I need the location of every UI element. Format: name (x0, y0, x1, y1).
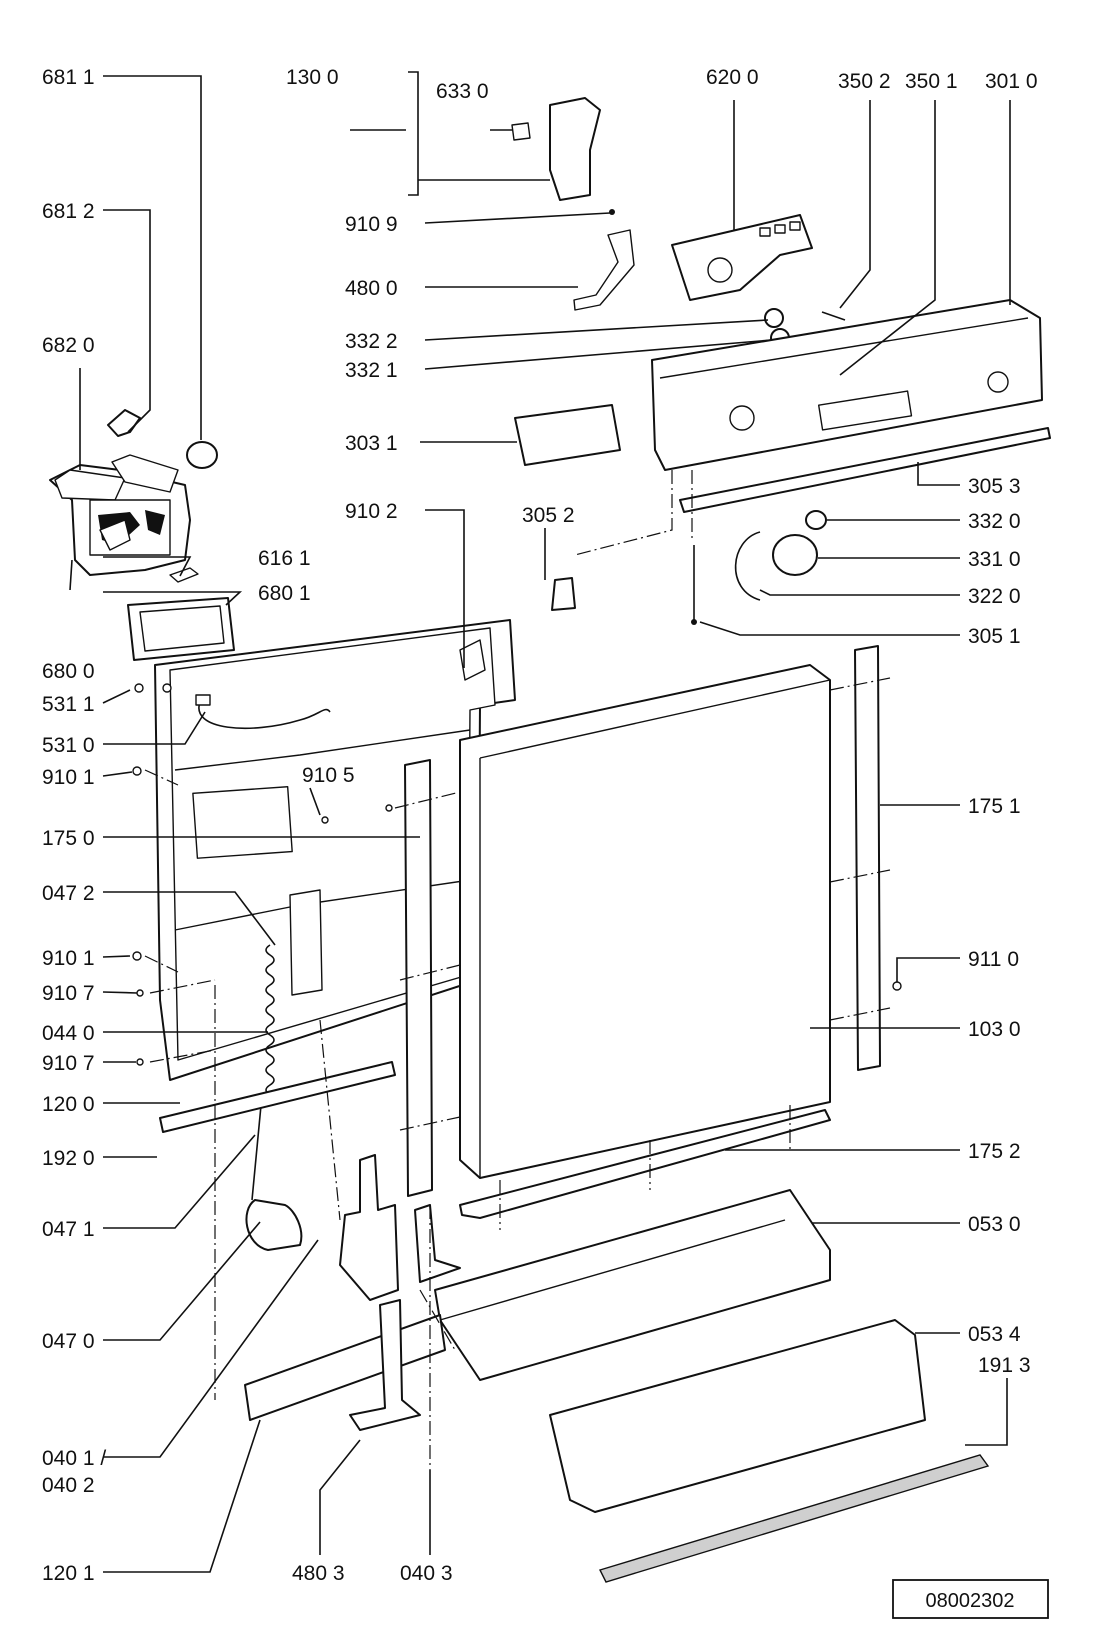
label-191-3: 191 3 (978, 1354, 1031, 1377)
base-rail-part (599, 1454, 990, 1583)
light-pipe-part (821, 311, 846, 321)
label-175-1: 175 1 (968, 795, 1021, 818)
label-620-0: 620 0 (706, 66, 759, 89)
label-322-0: 322 0 (968, 585, 1021, 608)
label-040-1: 040 1 / (42, 1447, 106, 1470)
holder-part (551, 577, 576, 611)
l-bracket-part (349, 1299, 421, 1431)
label-053-0: 053 0 (968, 1213, 1021, 1236)
screw-part (385, 804, 393, 812)
dispenser-gasket-part (127, 597, 235, 661)
assembly-lines (144, 470, 891, 1470)
side-trim-left-part (404, 759, 433, 1197)
reference-number: 08002302 (926, 1590, 1015, 1612)
label-910-2: 910 2 (345, 500, 398, 523)
label-910-7b: 910 7 (42, 1052, 95, 1075)
label-332-0: 332 0 (968, 510, 1021, 533)
label-911-0: 911 0 (968, 948, 1019, 971)
small-button-part (805, 510, 827, 530)
label-681-2: 681 2 (42, 200, 95, 223)
wire-harness-part (573, 229, 635, 311)
label-047-0: 047 0 (42, 1330, 95, 1353)
label-910-1b: 910 1 (42, 947, 95, 970)
label-192-0: 192 0 (42, 1147, 95, 1170)
label-682-0: 682 0 (42, 334, 95, 357)
outer-door-panel-part (459, 664, 831, 1179)
label-331-0: 331 0 (968, 548, 1021, 571)
label-910-7a: 910 7 (42, 982, 95, 1005)
hinge-hook-part (245, 1199, 303, 1251)
label-303-1: 303 1 (345, 432, 398, 455)
lower-bracket-part (244, 1314, 446, 1421)
side-trim-right-part (854, 645, 881, 1071)
label-120-1: 120 1 (42, 1562, 95, 1585)
knob-ring-part (734, 531, 761, 601)
kick-panel-part (434, 1189, 831, 1381)
label-305-1: 305 1 (968, 625, 1021, 648)
bracket-part (414, 1204, 461, 1283)
label-350-1: 350 1 (905, 70, 958, 93)
bottom-strip-part (159, 1061, 396, 1133)
label-047-1: 047 1 (42, 1218, 95, 1241)
screw-part (321, 816, 329, 824)
label-040-3: 040 3 (400, 1562, 453, 1585)
label-301-0: 301 0 (985, 70, 1038, 93)
cable-part (251, 1094, 263, 1201)
reference-number-box (892, 1579, 1049, 1619)
bottom-trim-part (459, 1109, 831, 1219)
label-175-2: 175 2 (968, 1140, 1021, 1163)
label-480-3: 480 3 (292, 1562, 345, 1585)
label-680-0: 680 0 (42, 660, 95, 683)
label-130-0: 130 0 (286, 66, 339, 89)
label-120-0: 120 0 (42, 1093, 95, 1116)
panel-strip-part (679, 427, 1051, 513)
label-531-1: 531 1 (42, 693, 95, 716)
detergent-dispenser-part (49, 454, 191, 576)
label-040-2: 040 2 (42, 1474, 95, 1497)
label-910-1a: 910 1 (42, 766, 95, 789)
label-332-2: 332 2 (345, 330, 398, 353)
label-680-1: 680 1 (258, 582, 311, 605)
handle-part (514, 404, 621, 466)
label-480-0: 480 0 (345, 277, 398, 300)
label-053-4: 053 4 (968, 1323, 1021, 1346)
label-910-5: 910 5 (302, 764, 355, 787)
screw-part (132, 951, 142, 961)
label-305-2: 305 2 (522, 504, 575, 527)
label-305-3: 305 3 (968, 475, 1021, 498)
front-cover-part (549, 1319, 926, 1513)
screw-part (136, 1058, 144, 1066)
hinge-bracket-part (339, 1154, 399, 1301)
label-910-9: 910 9 (345, 213, 398, 236)
wiring-part (198, 701, 331, 730)
label-103-0: 103 0 (968, 1018, 1021, 1041)
dispenser-cap-part (186, 441, 218, 469)
program-knob-part (772, 534, 818, 576)
screw-part (136, 989, 144, 997)
screw-part (134, 683, 144, 693)
label-681-1: 681 1 (42, 66, 95, 89)
label-350-2: 350 2 (838, 70, 891, 93)
spring-part (265, 944, 275, 1096)
label-633-0: 633 0 (436, 80, 489, 103)
dispenser-lever-part (107, 409, 141, 437)
label-616-1: 616 1 (258, 547, 311, 570)
leader-lines (69, 71, 1011, 1573)
screw-part (892, 981, 902, 991)
button-part (764, 308, 784, 328)
label-044-0: 044 0 (42, 1022, 95, 1045)
part-labels: 681 1 681 2 682 0 680 0 616 1 680 1 531 … (42, 66, 1038, 1585)
screw-part (609, 209, 615, 215)
label-175-0: 175 0 (42, 827, 95, 850)
control-board-part (671, 214, 813, 301)
switch-assembly-part (511, 97, 601, 201)
label-531-0: 531 0 (42, 734, 95, 757)
label-332-1: 332 1 (345, 359, 398, 382)
screw-part (132, 766, 142, 776)
label-047-2: 047 2 (42, 882, 95, 905)
